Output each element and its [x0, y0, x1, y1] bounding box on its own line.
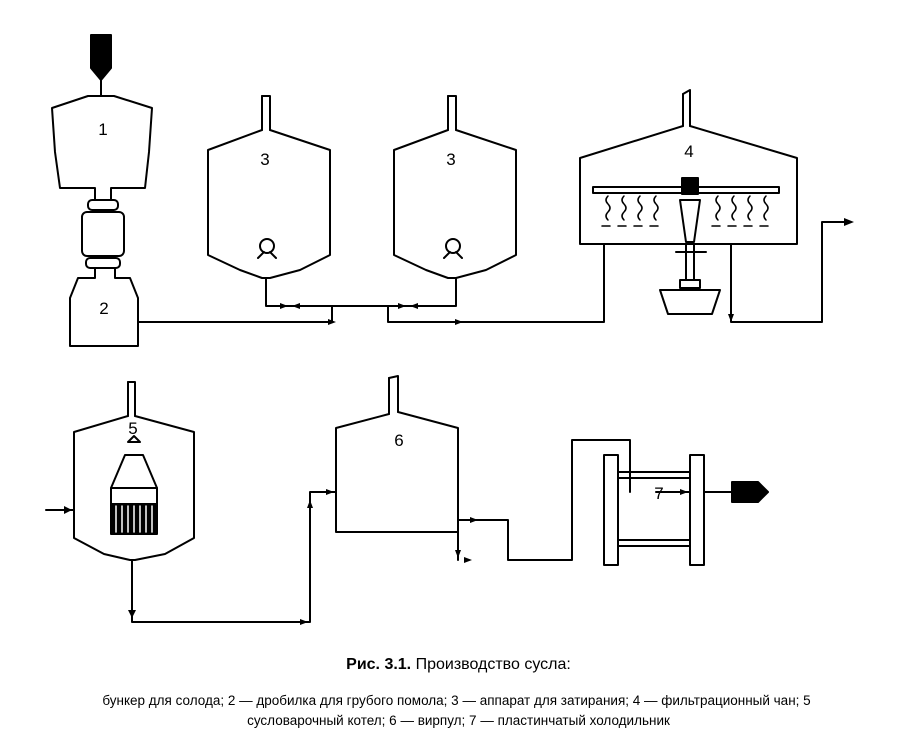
flow-arrow-icon	[410, 303, 418, 309]
kettle-heater-top	[110, 454, 158, 489]
lauter-tun	[579, 89, 798, 315]
malt-inlet-marker	[90, 34, 112, 81]
hopper-collar	[87, 199, 119, 211]
whirlpool-body	[335, 411, 459, 533]
flow-arrow-icon	[328, 319, 336, 325]
mixer-icon	[257, 238, 277, 259]
drive-motor	[659, 289, 721, 315]
flow-arrow-icon	[455, 550, 461, 558]
flow-arrow-icon	[307, 500, 313, 508]
figure-caption-title: Рис. 3.1. Производство сусла:	[0, 656, 917, 674]
pipe-crusher-to-mash	[137, 305, 333, 323]
rake-blade-icon	[601, 195, 769, 227]
flow-arrow-icon	[728, 314, 734, 322]
figure-number: Рис. 3.1.	[346, 656, 412, 673]
plate-cooler	[603, 454, 769, 566]
flow-arrow-icon	[300, 619, 308, 625]
flow-arrow-icon	[128, 610, 136, 618]
crusher	[69, 267, 139, 347]
crusher-body	[69, 267, 139, 347]
hopper-valve-body	[81, 211, 125, 257]
cooler-frame-right	[689, 454, 705, 566]
kettle-vent	[127, 381, 136, 417]
mash-tun-b-body	[393, 129, 517, 279]
whirlpool-vent	[388, 375, 399, 413]
wort-kettle	[73, 381, 195, 561]
mixer-icon	[443, 238, 463, 259]
flow-arrow-icon	[64, 506, 72, 514]
flow-arrow-icon	[326, 489, 334, 495]
pipe-whirlpool-to-cooler	[457, 439, 631, 561]
piping	[45, 221, 845, 623]
figure-legend-line-2: сусловарочный котел; 6 — вирпул; 7 — пла…	[247, 713, 670, 728]
label-hopper: 1	[98, 120, 107, 139]
flow-arrow-icon	[280, 303, 288, 309]
figure-title: Производство сусла:	[415, 656, 571, 673]
lauter-tun-body	[579, 125, 798, 245]
lauter-vent	[682, 89, 691, 127]
hopper-lower-collar	[85, 257, 121, 269]
heater-fin-icon	[115, 505, 153, 533]
pipe-cooler-outlet	[655, 471, 733, 493]
label-lauter-tun: 4	[684, 142, 693, 161]
cooler-frame-left	[603, 454, 619, 566]
whirlpool	[335, 375, 459, 533]
kettle-spray-icon	[127, 435, 141, 443]
mash-tun-b-vent	[447, 95, 457, 131]
hopper-body	[51, 95, 153, 201]
label-plate-cooler: 7	[654, 484, 663, 503]
cooler-plates	[617, 471, 691, 547]
mash-tun-b	[393, 95, 517, 279]
flow-arrow-icon	[844, 218, 854, 226]
label-crusher: 2	[99, 299, 108, 318]
pipe-mash-transfer	[265, 277, 457, 307]
pipe-kettle-to-whirlpool	[131, 491, 337, 623]
cooled-wort-outlet-icon	[731, 481, 769, 503]
label-mash-tun-b: 3	[446, 150, 455, 169]
flow-arrow-icon	[464, 557, 472, 563]
flow-arrows	[64, 218, 854, 625]
label-mash-tun-a: 3	[260, 150, 269, 169]
flow-arrow-icon	[470, 517, 478, 523]
flow-arrow-icon	[455, 319, 463, 325]
flow-arrow-icon	[292, 303, 300, 309]
mash-tun-a-vent	[261, 95, 271, 131]
malt-hopper	[51, 34, 153, 269]
pipe-mash-to-lauter	[387, 243, 605, 323]
label-whirlpool: 6	[394, 431, 403, 450]
mash-tun-a	[207, 95, 331, 279]
flow-arrow-icon	[398, 303, 406, 309]
flow-arrow-icon	[680, 489, 688, 495]
pipe-lauter-outlet	[730, 221, 845, 323]
process-diagram: 1 2 3 3 4 5 6 7	[45, 34, 854, 625]
label-wort-kettle: 5	[128, 419, 137, 438]
rake-drive-icon	[659, 177, 721, 315]
figure-legend-line-1: бункер для солода; 2 — дробилка для груб…	[102, 693, 811, 708]
